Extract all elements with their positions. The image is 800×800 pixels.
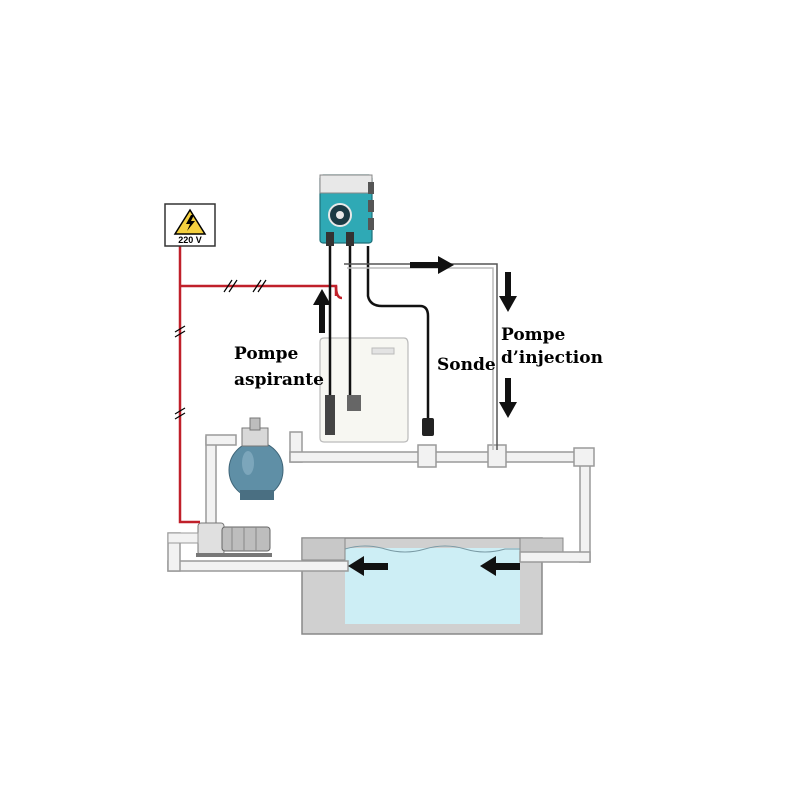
injection-line <box>344 263 498 450</box>
wire-break-marks <box>174 279 267 420</box>
pompe-injection-label-line1: Pompe <box>501 325 566 345</box>
voltage-label: 220 V <box>178 235 202 245</box>
high-voltage-warning-icon <box>164 203 216 247</box>
chemical-tank <box>319 337 409 443</box>
pompe-injection-label-line2: d’injection <box>501 348 603 368</box>
circulation-pump-icon <box>167 522 272 557</box>
suction-lance <box>325 395 361 435</box>
electric-connection-hook <box>334 285 343 300</box>
pompe-aspirante-label-line2: aspirante <box>234 370 324 390</box>
sonde-label: Sonde <box>437 355 496 375</box>
water-pipes <box>167 431 595 572</box>
dosing-pump-icon <box>319 174 374 246</box>
pompe-aspirante-label-line1: Pompe <box>234 344 299 364</box>
dosing-lines <box>328 246 430 422</box>
probe-head <box>422 418 434 436</box>
flow-arrows <box>313 256 520 576</box>
sand-filter-icon <box>228 417 284 500</box>
